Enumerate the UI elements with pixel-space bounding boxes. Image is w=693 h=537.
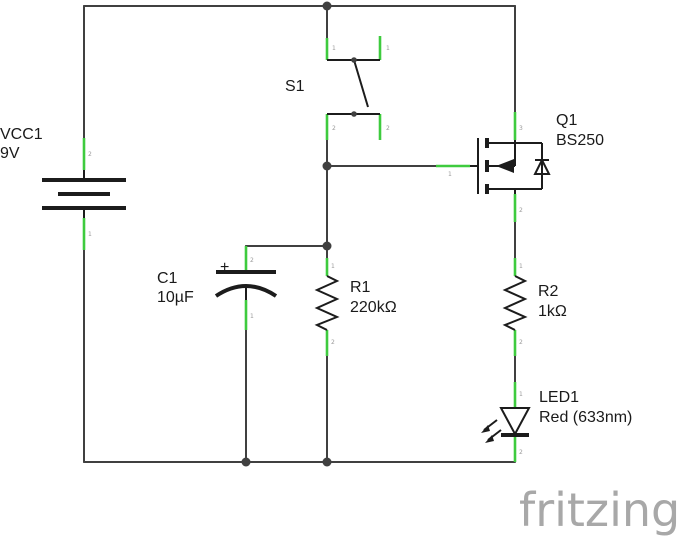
c1-ref-label: C1 — [157, 270, 178, 287]
pin-number: 2 — [332, 125, 336, 132]
junction-dot — [322, 161, 332, 171]
junctions — [241, 1, 332, 467]
pin-number: 1 — [519, 391, 523, 398]
body-diode-icon — [533, 157, 551, 175]
switch-pivot — [351, 111, 357, 117]
resistor-zigzag — [314, 275, 340, 331]
pin-number: 3 — [519, 125, 523, 132]
resistor-zigzag — [502, 275, 528, 331]
led-led1[interactable]: 1 2 LED1 Red (633nm) — [481, 382, 632, 462]
c1-polarity-mark: + — [220, 259, 229, 276]
switch-s1[interactable]: 1 1 2 2 S1 — [285, 36, 390, 140]
pin-number: 1 — [331, 263, 335, 270]
pin-number: 1 — [88, 231, 92, 238]
pin-number: 2 — [519, 339, 523, 346]
pin-number: 1 — [448, 171, 452, 178]
r2-value-label: 1kΩ — [538, 303, 567, 320]
light-arrow-head — [485, 435, 494, 443]
fritzing-logo: fritzing — [519, 483, 680, 537]
q1-ref-label: Q1 — [556, 112, 577, 129]
light-arrow-head — [481, 425, 490, 433]
wires — [83, 5, 516, 463]
led1-ref-label: LED1 — [539, 389, 579, 406]
pin-number: 2 — [331, 339, 335, 346]
led-triangle-icon — [499, 407, 531, 437]
pin-number: 1 — [250, 313, 254, 320]
pin-number: 1 — [386, 45, 390, 52]
c1-value-label: 10µF — [157, 289, 194, 306]
capacitor-c1[interactable]: + 2 1 C1 10µF — [157, 246, 278, 330]
pin-number: 2 — [519, 207, 523, 214]
junction-dot — [322, 457, 332, 467]
junction-dot — [322, 1, 332, 11]
resistor-r2[interactable]: 1 2 R2 1kΩ — [502, 258, 567, 356]
s1-ref-label: S1 — [285, 78, 305, 95]
r2-ref-label: R2 — [538, 283, 559, 300]
pin-number: 2 — [519, 449, 523, 456]
mosfet-q1[interactable]: 3 1 2 Q1 BS250 — [436, 112, 604, 222]
led1-value-label: Red (633nm) — [539, 409, 632, 426]
resistor-r1[interactable]: 1 2 R1 220kΩ — [314, 258, 397, 356]
junction-dot — [322, 241, 332, 251]
switch-pivot — [351, 57, 357, 63]
channel-arrow-icon — [496, 159, 514, 173]
pin-number: 2 — [88, 151, 92, 158]
vcc1-value-label: 9V — [0, 145, 20, 162]
switch-actuator — [353, 59, 369, 108]
r1-ref-label: R1 — [350, 279, 371, 296]
r1-value-label: 220kΩ — [350, 299, 397, 316]
vcc1-ref-label: VCC1 — [0, 126, 43, 143]
battery-vcc1[interactable]: 2 1 VCC1 9V — [0, 126, 126, 250]
q1-value-label: BS250 — [556, 132, 604, 149]
junction-dot — [241, 457, 251, 467]
pin-number: 2 — [250, 257, 254, 264]
pin-number: 1 — [519, 263, 523, 270]
pin-number: 1 — [332, 45, 336, 52]
pin-number: 2 — [386, 125, 390, 132]
